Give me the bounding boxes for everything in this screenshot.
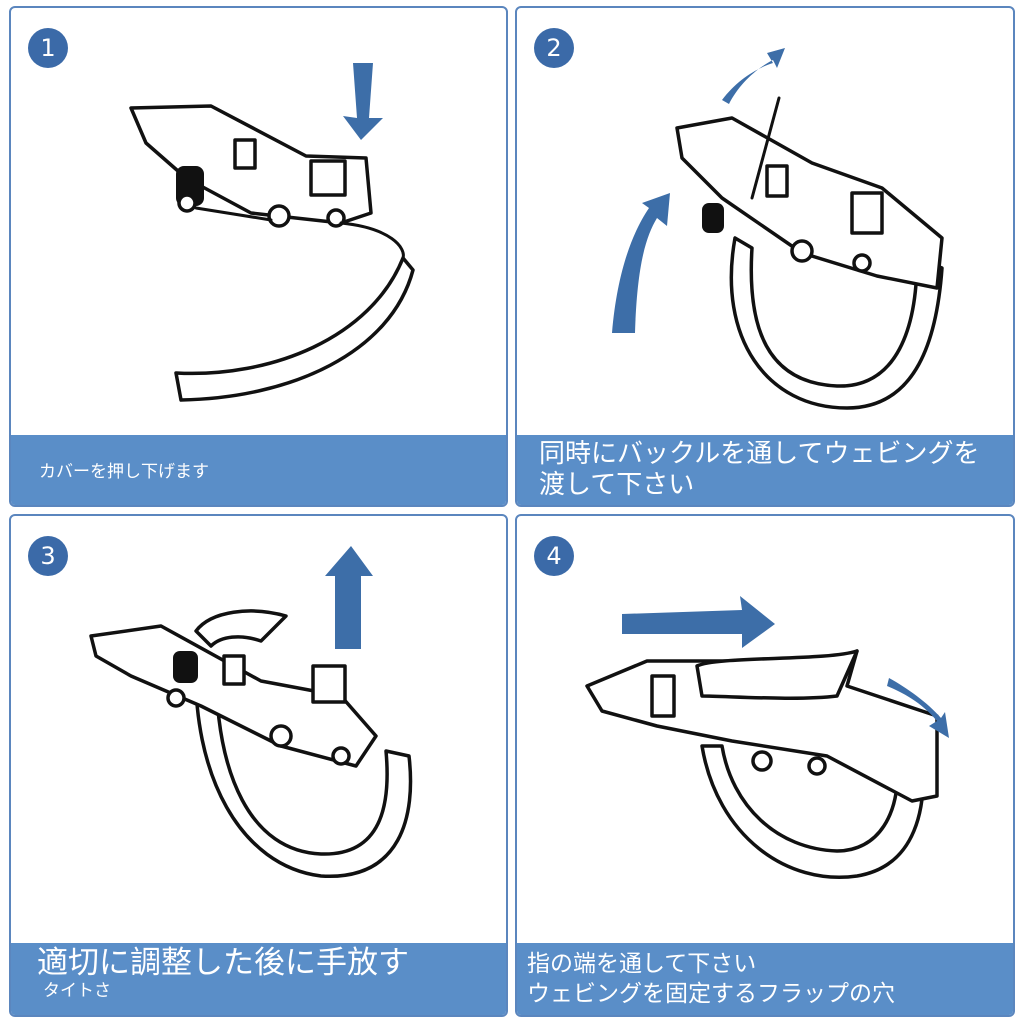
step-2-panel: 2 同時にバックルを通してウェビングを 渡して下さい — [515, 6, 1015, 507]
step-caption: 適切に調整した後に手放す タイトさ — [11, 943, 506, 1015]
right-arrow-icon — [622, 596, 949, 738]
step-4-illustration — [585, 649, 939, 879]
caption-line: 適切に調整した後に手放す — [37, 945, 409, 981]
up-arrow-icon — [325, 546, 373, 649]
step-number-badge: 1 — [28, 28, 68, 68]
caption-subline: タイトさ — [43, 981, 111, 1001]
step-1-panel: 1 カバーを押し下げます — [9, 6, 508, 507]
caption-line: カバーを押し下げます — [39, 462, 209, 482]
step-4-panel: 4 指の端を通して下さい ウェビングを固定するフラップの穴 — [515, 514, 1015, 1017]
step-caption: 同時にバックルを通してウェビングを 渡して下さい — [517, 435, 1013, 505]
down-arrow-icon — [343, 63, 383, 140]
step-number-badge: 3 — [28, 536, 68, 576]
step-caption: カバーを押し下げます — [11, 435, 506, 505]
caption-line: ウェビングを固定するフラップの穴 — [527, 981, 895, 1007]
curved-up-arrow-icon — [612, 48, 785, 333]
step-number-badge: 4 — [534, 536, 574, 576]
step-caption: 指の端を通して下さい ウェビングを固定するフラップの穴 — [517, 943, 1013, 1015]
step-3-illustration — [89, 609, 413, 878]
step-2-illustration — [675, 96, 944, 410]
caption-line: 同時にバックルを通してウェビングを — [539, 439, 980, 469]
step-1-illustration — [129, 104, 415, 402]
step-3-panel: 3 適切に調整した後に手放す タイトさ — [9, 514, 508, 1017]
caption-line: 指の端を通して下さい — [527, 951, 757, 977]
step-number-badge: 2 — [534, 28, 574, 68]
caption-line: 渡して下さい — [539, 470, 695, 500]
